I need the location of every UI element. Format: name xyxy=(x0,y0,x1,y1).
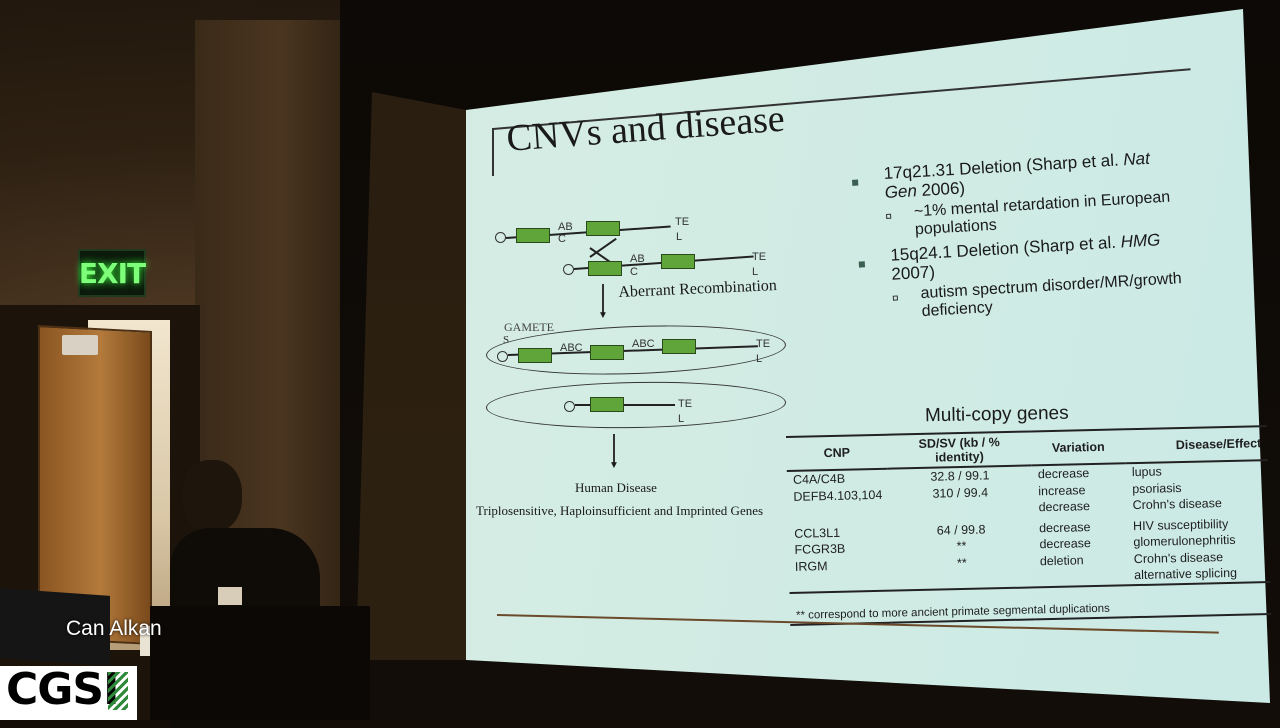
label-abc: ABC xyxy=(560,342,583,354)
label-te: TE xyxy=(675,216,690,228)
label-ab: AB xyxy=(630,253,645,265)
bullet-italic: HMG xyxy=(1120,230,1161,252)
sub-bullet-marker xyxy=(886,213,892,219)
arrow-down xyxy=(602,284,604,314)
gene-box xyxy=(518,348,552,363)
centromere-ring xyxy=(563,264,574,275)
speaker-name-caption: Can Alkan xyxy=(66,617,162,640)
multi-copy-genes-table: CNP SD/SV (kb / % identity) Variation Di… xyxy=(786,425,1272,626)
column-header: SD/SV (kb / % identity) xyxy=(886,431,1032,469)
gene-types-label: Triplosensitive, Haploinsufficient and I… xyxy=(476,503,764,518)
label-l: L xyxy=(752,266,759,278)
presenter-head xyxy=(182,460,242,532)
logo-dots xyxy=(108,672,128,710)
chromosome-line xyxy=(575,404,675,406)
label-s: S xyxy=(503,334,510,346)
gene-box xyxy=(516,228,550,243)
bullet-marker xyxy=(858,261,866,268)
label-te: TE xyxy=(756,338,771,350)
label-l: L xyxy=(676,231,683,243)
centromere-ring xyxy=(564,401,575,412)
label-ab: AB xyxy=(558,221,573,233)
label-l: L xyxy=(678,413,685,425)
bullet-italic: Nat xyxy=(1122,148,1151,170)
human-disease-label: Human Disease xyxy=(575,480,657,495)
bullet-text: 2006) xyxy=(916,178,966,201)
arrow-head: ▼ xyxy=(598,310,608,321)
sub-bullet-marker xyxy=(892,295,899,301)
gene-box xyxy=(590,397,624,412)
exit-sign-text: EXIT xyxy=(78,256,146,290)
table-cell xyxy=(789,572,891,593)
centromere-ring xyxy=(495,232,506,243)
gene-box xyxy=(586,221,620,236)
exit-sign: EXIT xyxy=(78,249,146,297)
table-cell: decrease xyxy=(1037,466,1090,482)
name-badge xyxy=(218,587,242,605)
label-abc: ABC xyxy=(632,338,655,350)
column-header: Variation xyxy=(1030,429,1126,466)
door-closer xyxy=(62,335,98,355)
arrow-down xyxy=(613,434,615,464)
table-title: Multi-copy genes xyxy=(924,402,1069,427)
gene-box xyxy=(590,345,624,360)
table-cell: C4A/C4B xyxy=(792,471,846,487)
column-header: CNP xyxy=(786,434,888,471)
label-l: L xyxy=(756,353,763,365)
bullet-marker xyxy=(851,179,859,186)
bullet-italic: Gen xyxy=(884,181,918,203)
label-te: TE xyxy=(752,251,767,263)
centromere-ring xyxy=(497,351,508,362)
lectern xyxy=(150,606,370,720)
gamete-label: GAMETE xyxy=(504,320,554,334)
gene-box xyxy=(588,261,622,276)
title-rule-left xyxy=(492,128,494,176)
table-cell: decrease xyxy=(1038,519,1091,535)
label-c: C xyxy=(630,266,638,278)
label-te: TE xyxy=(678,398,693,410)
cgsi-logo: CGSI xyxy=(6,664,119,715)
table-cell: DEFB4.103,104 xyxy=(793,487,883,504)
sub-bullet-text: deficiency xyxy=(921,299,994,321)
arrow-head: ▼ xyxy=(609,460,619,471)
bullet-text: 2007) xyxy=(890,262,936,284)
column-header: Disease/Effect xyxy=(1124,426,1268,464)
gene-box xyxy=(662,339,696,354)
gene-box xyxy=(661,254,695,269)
sub-bullet-text: populations xyxy=(914,216,998,239)
table-cell: CCL3L1 xyxy=(794,525,841,541)
table-cell xyxy=(1034,567,1129,587)
label-c: C xyxy=(558,233,566,245)
